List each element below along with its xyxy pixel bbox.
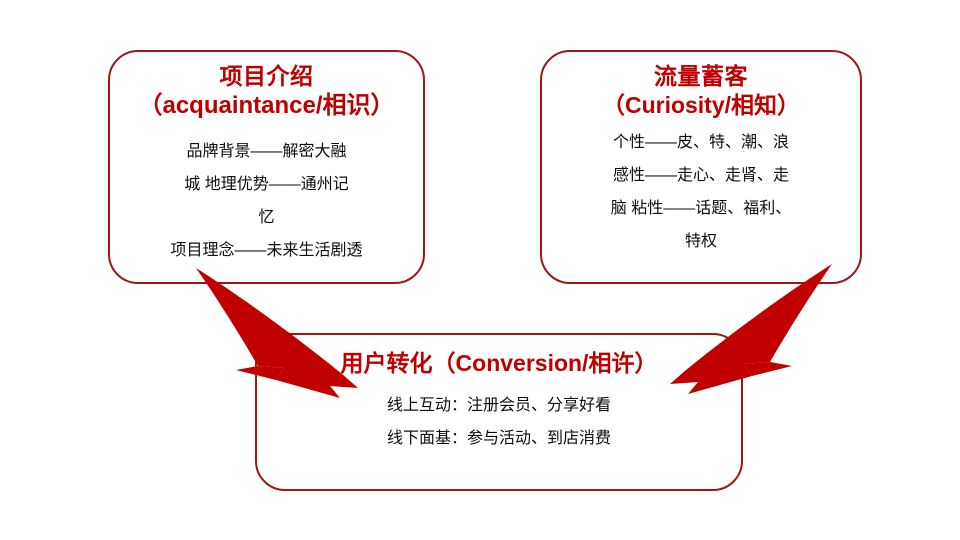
box-left-line-4: 项目理念——未来生活剧透 bbox=[170, 242, 363, 260]
box-bottom-line-1: 线上互动：注册会员、分享好看 bbox=[386, 397, 611, 415]
box-traffic-accumulation[interactable]: 流量蓄客 （Curiosity/相知） 个性——皮、特、潮、浪 感性——走心、走… bbox=[540, 50, 862, 284]
box-right-line-4: 特权 bbox=[684, 232, 717, 250]
box-left-line-3: 忆 bbox=[258, 209, 275, 227]
box-right-line-2: 感性——走心、走肾、走 bbox=[612, 166, 789, 184]
box-left-title-cn: 项目介绍 bbox=[219, 63, 314, 89]
box-left-content: 项目介绍 （acquaintance/相识） 品牌背景——解密大融 城 地理优势… bbox=[110, 62, 423, 268]
box-left-title-en: （acquaintance/相识） bbox=[138, 92, 395, 120]
box-right-title-cn: 流量蓄客 bbox=[654, 63, 748, 89]
box-user-conversion[interactable]: 用户转化（Conversion/相许） 线上互动：注册会员、分享好看 线下面基：… bbox=[255, 333, 743, 491]
box-right-title-en: （Curiosity/相知） bbox=[601, 92, 801, 119]
box-right-content: 流量蓄客 （Curiosity/相知） 个性——皮、特、潮、浪 感性——走心、走… bbox=[542, 62, 860, 259]
box-right-line-1: 个性——皮、特、潮、浪 bbox=[612, 133, 789, 151]
box-project-introduction[interactable]: 项目介绍 （acquaintance/相识） 品牌背景——解密大融 城 地理优势… bbox=[108, 50, 425, 284]
box-bottom-line-2: 线下面基：参与活动、到店消费 bbox=[386, 430, 611, 448]
box-left-line-1: 品牌背景——解密大融 bbox=[186, 143, 347, 161]
box-right-line-3: 脑 粘性——话题、福利、 bbox=[610, 199, 792, 217]
box-bottom-content: 用户转化（Conversion/相许） 线上互动：注册会员、分享好看 线下面基：… bbox=[257, 349, 741, 456]
box-left-line-2: 城 地理优势——通州记 bbox=[184, 176, 349, 194]
box-bottom-title: 用户转化（Conversion/相许） bbox=[340, 350, 658, 376]
